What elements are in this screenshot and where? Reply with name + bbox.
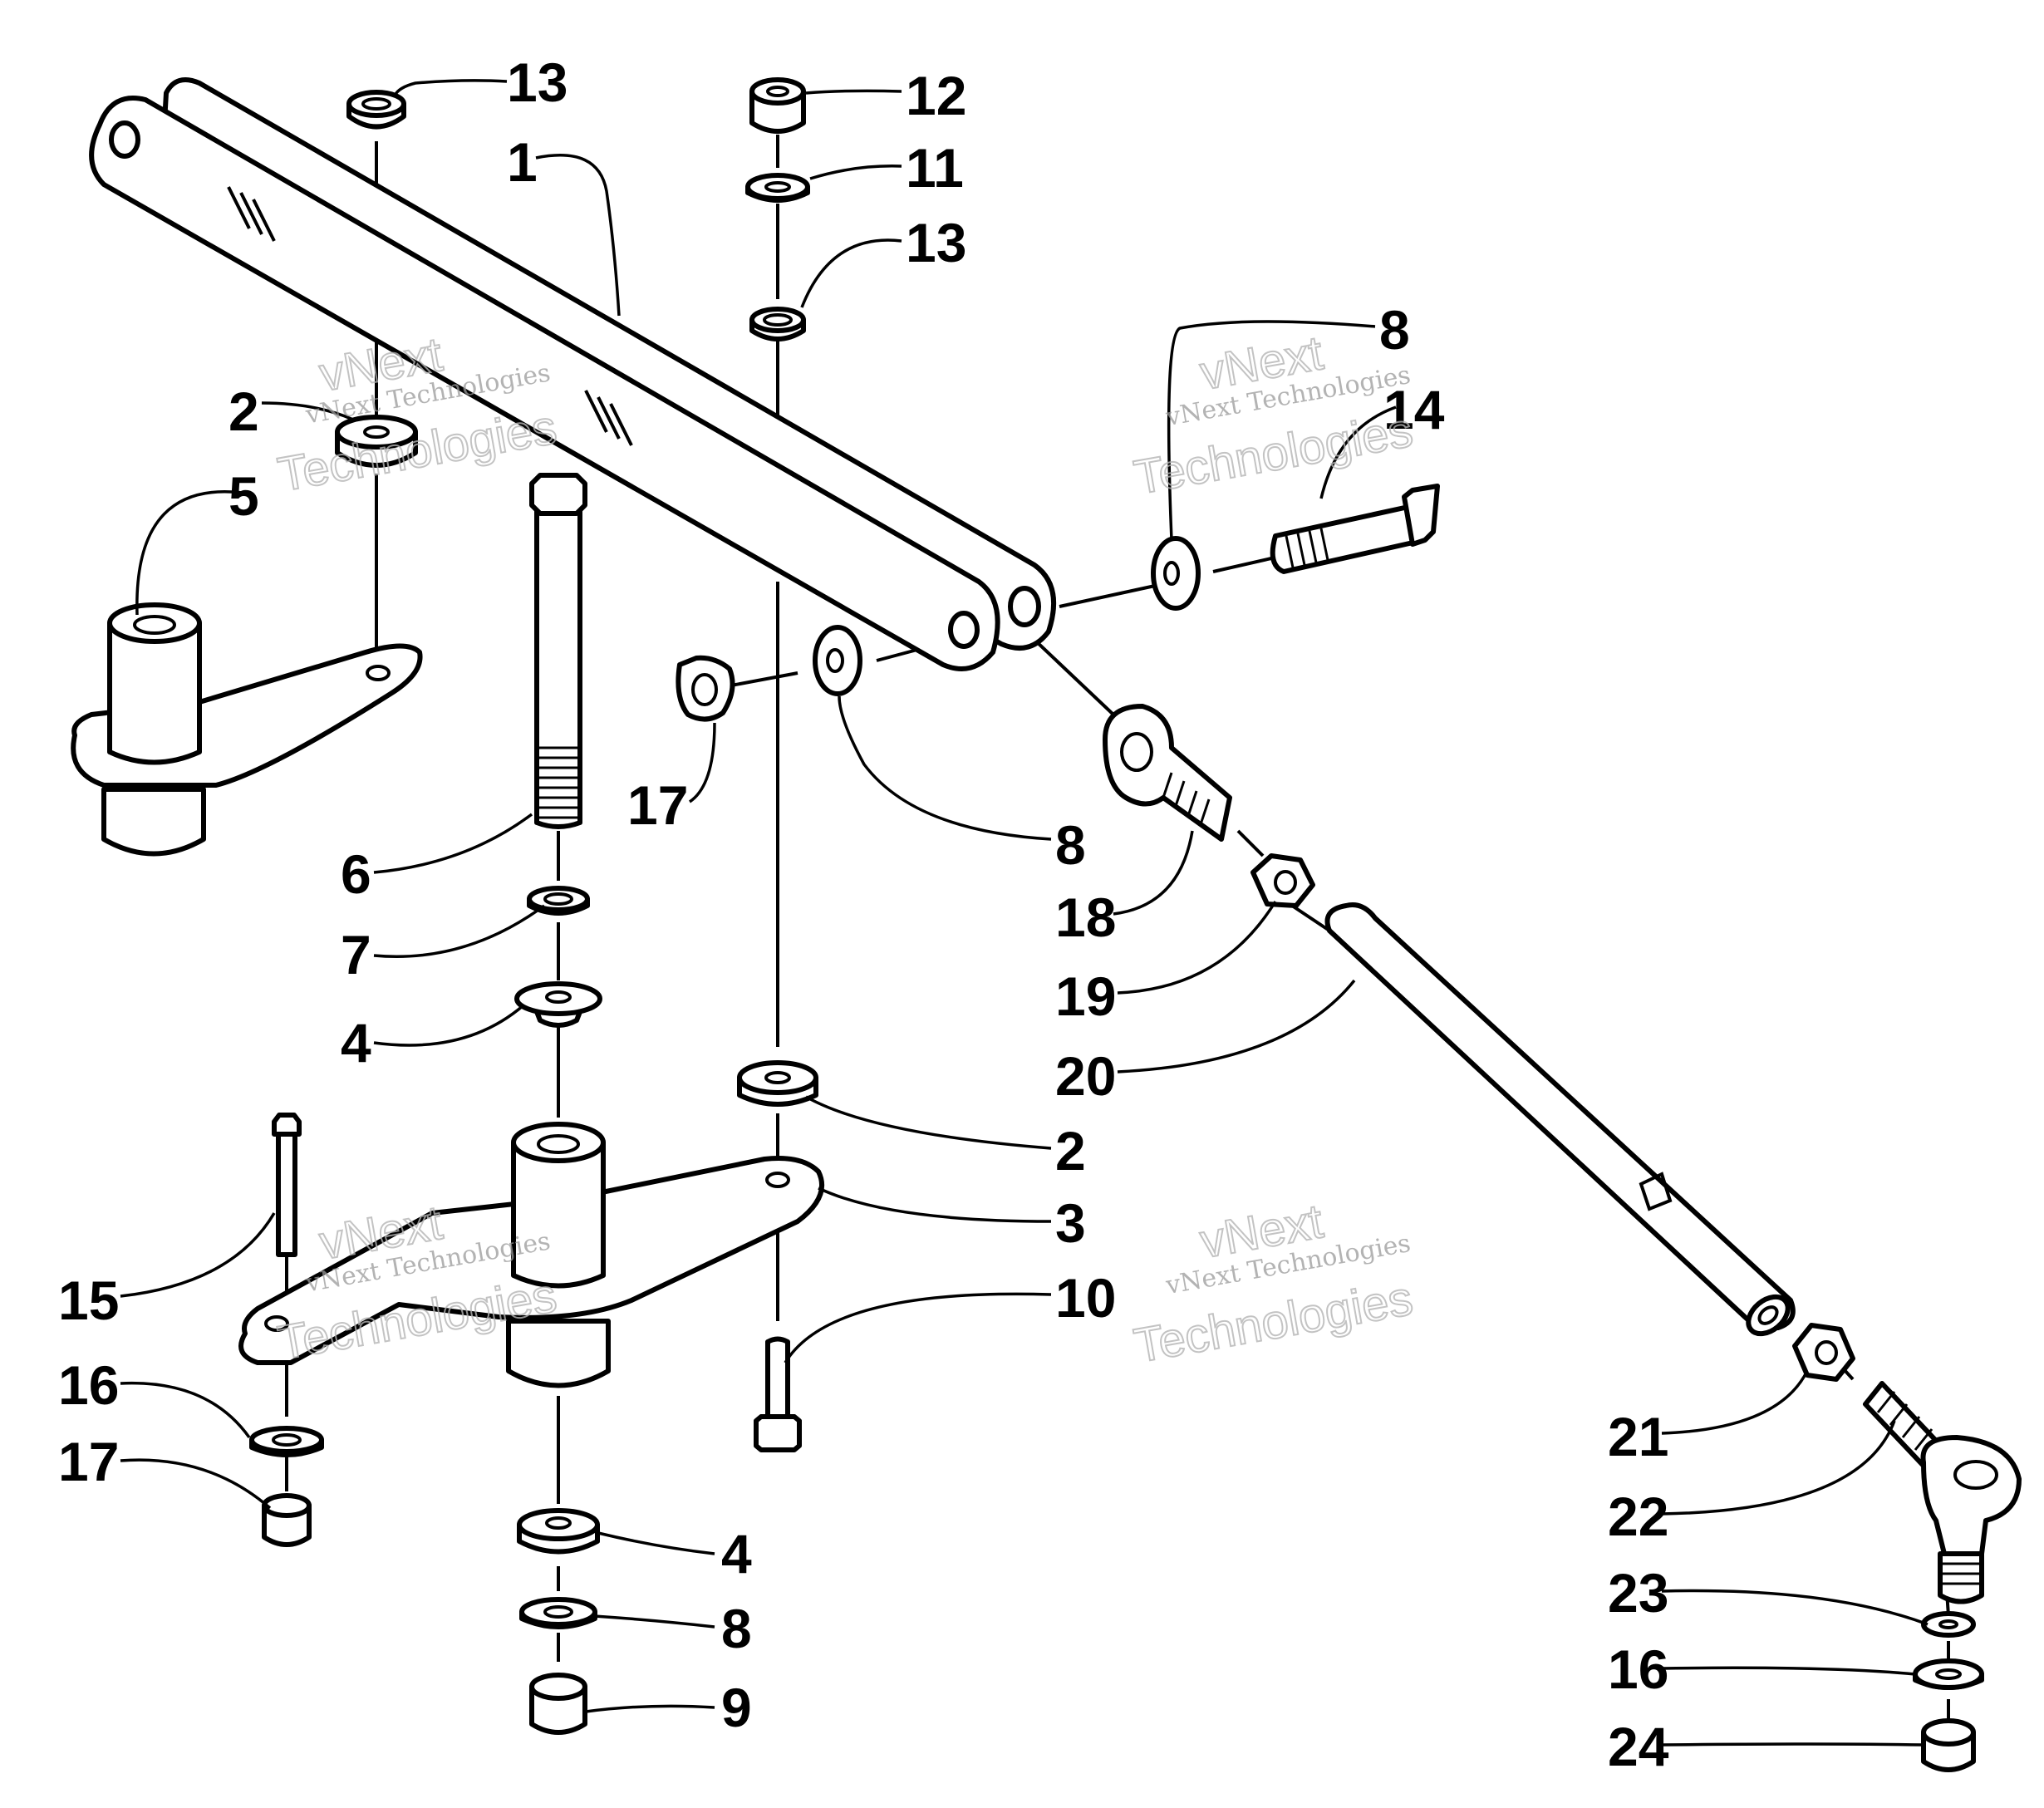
- callout-13: 13: [507, 52, 568, 113]
- callout-18: 18: [1055, 887, 1116, 948]
- callout-8: 8: [721, 1598, 752, 1659]
- callout-9: 9: [721, 1677, 752, 1738]
- bolt-14: [1270, 484, 1440, 574]
- bushing-13-center: [749, 307, 806, 341]
- callout-16: 16: [58, 1354, 119, 1416]
- tie-rod-tube-20: [1324, 902, 1796, 1337]
- callout-1: 1: [507, 131, 538, 193]
- callout-17: 17: [627, 774, 688, 836]
- spacer-2-lower: [737, 1060, 818, 1107]
- washer-23: [1921, 1611, 1976, 1638]
- nut-17-lower: [262, 1493, 312, 1547]
- callout-10: 10: [1055, 1267, 1116, 1329]
- callout-12: 12: [906, 65, 966, 126]
- callout-labels: 13 1 12 11 13 8 14 2 5 17 8 6 18 7 19 4 …: [58, 52, 1669, 1777]
- nut-12: [749, 77, 806, 134]
- nut-17-upper: [676, 655, 735, 722]
- callout-16: 16: [1608, 1638, 1668, 1700]
- callout-17: 17: [58, 1431, 119, 1492]
- callout-11: 11: [906, 137, 964, 199]
- callout-5: 5: [228, 465, 259, 527]
- callout-13: 13: [906, 212, 966, 273]
- callout-4: 4: [341, 1012, 371, 1074]
- leader-lines: [120, 79, 1929, 1747]
- flange-nut-4-upper: [514, 981, 602, 1028]
- washer-16-left: [249, 1426, 324, 1457]
- callout-8: 8: [1379, 299, 1410, 361]
- nut-24: [1921, 1718, 1976, 1772]
- callout-22: 22: [1608, 1486, 1668, 1547]
- washer-13-top-left: [346, 90, 406, 130]
- callout-4: 4: [721, 1523, 752, 1584]
- callout-23: 23: [1608, 1562, 1668, 1624]
- nut-19: [1250, 853, 1315, 908]
- callout-6: 6: [341, 843, 371, 905]
- bolt-15: [272, 1113, 302, 1257]
- flange-nut-4-lower: [517, 1508, 600, 1555]
- callout-15: 15: [58, 1270, 119, 1331]
- washer-8-lower: [519, 1597, 597, 1629]
- washer-8-center: [813, 625, 862, 696]
- callout-8: 8: [1055, 814, 1086, 876]
- washer-16-right: [1913, 1658, 1984, 1690]
- arm-front: [89, 96, 1000, 671]
- callout-7: 7: [341, 924, 371, 985]
- rod-end-22: [1863, 1381, 2022, 1604]
- nut-9: [529, 1673, 587, 1735]
- callout-2: 2: [228, 381, 259, 442]
- watermark-bottom-right: vNext vNext Technologies Technologies: [1129, 1193, 1418, 1373]
- callout-3: 3: [1055, 1192, 1086, 1254]
- washer-8-right: [1151, 536, 1201, 611]
- bellcrank-5: [71, 602, 423, 857]
- bellcrank-3: [238, 1122, 824, 1388]
- callout-14: 14: [1383, 379, 1445, 440]
- callout-2: 2: [1055, 1120, 1086, 1182]
- watermark-top-right: vNext vNext Technologies Technologies: [1129, 325, 1418, 505]
- bolt-10: [754, 1336, 802, 1452]
- washer-7: [527, 886, 590, 916]
- callout-21: 21: [1608, 1406, 1668, 1467]
- callout-24: 24: [1608, 1716, 1669, 1777]
- callout-20: 20: [1055, 1045, 1116, 1107]
- callout-19: 19: [1055, 965, 1116, 1027]
- nut-21: [1792, 1323, 1855, 1382]
- rod-end-18: [1103, 704, 1232, 842]
- bolt-6: [529, 473, 587, 829]
- washer-11: [745, 173, 810, 203]
- spacer-2-upper: [335, 415, 418, 468]
